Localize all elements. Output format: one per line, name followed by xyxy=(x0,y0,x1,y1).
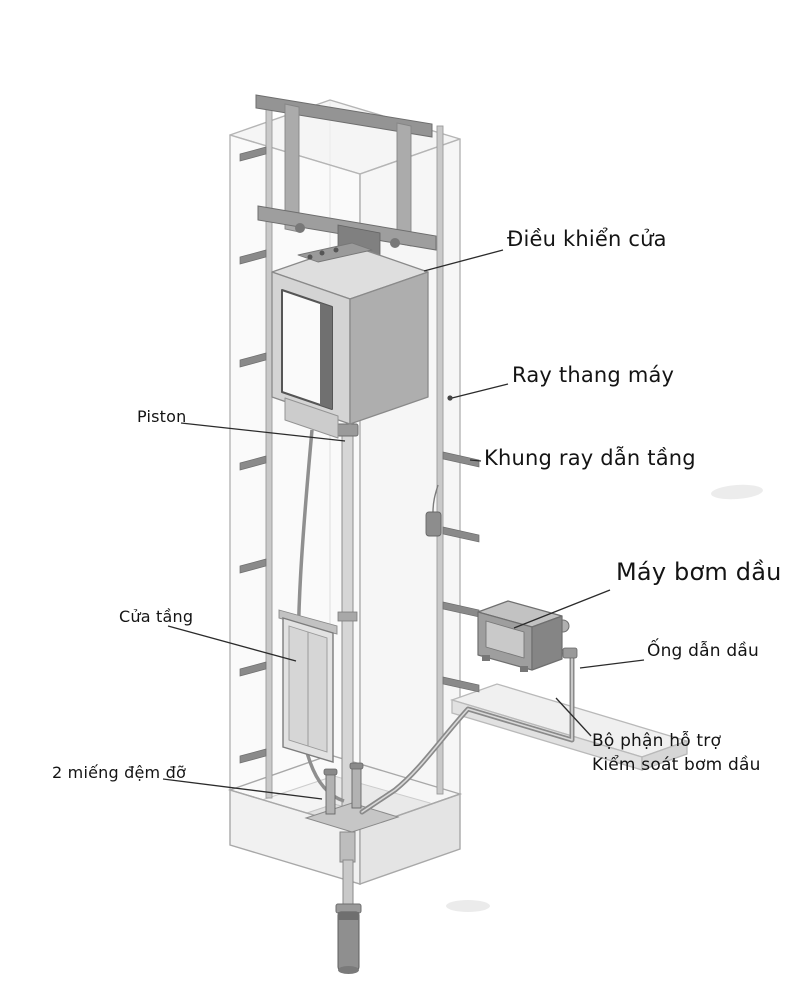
pump-support-leader-line xyxy=(555,697,592,737)
guide-rail-left xyxy=(265,97,273,799)
buffer-left xyxy=(323,768,338,815)
label-support-pads: 2 miếng đệm đỡ xyxy=(52,763,186,782)
oil-pipe xyxy=(359,647,575,815)
oil-pipe-leader-line xyxy=(579,659,645,669)
guide-rail-right xyxy=(436,125,444,795)
landing-door xyxy=(278,609,338,763)
buffer-right xyxy=(349,762,364,809)
pit-buffers xyxy=(304,762,400,833)
label-piston: Piston xyxy=(137,407,187,426)
label-elevator-rail: Ray thang máy xyxy=(512,363,675,387)
label-pump-support-line2: Kiểm soát bơm dầu xyxy=(592,755,761,776)
guide-frame-leader-line xyxy=(469,459,482,462)
elevator-cab xyxy=(271,242,429,439)
door-operator xyxy=(297,242,373,263)
cab-apron xyxy=(284,397,339,439)
elevator-rail-leader-line xyxy=(451,383,509,399)
label-oil-pipe: Ống dẫn dầu xyxy=(647,641,759,661)
piston-leader-line xyxy=(180,422,346,442)
floor-door-leader-line xyxy=(167,625,297,662)
label-guide-frame: Khung ray dẫn tầng xyxy=(484,446,696,470)
label-pump-support: Bộ phận hỗ trợ Kiểm soát bơm dầu xyxy=(592,729,761,777)
elevator-rail-anchor-dot xyxy=(447,395,453,401)
background-smudges xyxy=(446,484,763,912)
pump-unit xyxy=(477,600,578,672)
buffer-base-plate xyxy=(304,802,400,833)
jack-cylinder xyxy=(335,831,362,974)
support-pads-leader-line xyxy=(162,778,323,800)
door-control-leader-line xyxy=(423,249,504,272)
label-floor-door: Cửa tầng xyxy=(119,607,194,626)
top-beam-assembly xyxy=(255,94,437,258)
label-pump-support-line1: Bộ phận hỗ trợ xyxy=(592,731,722,751)
limit-switch xyxy=(425,484,442,537)
oil-pump-leader-line xyxy=(513,589,611,629)
label-door-control: Điều khiển cửa xyxy=(507,227,667,251)
label-oil-pump: Máy bơm dầu xyxy=(616,558,782,586)
